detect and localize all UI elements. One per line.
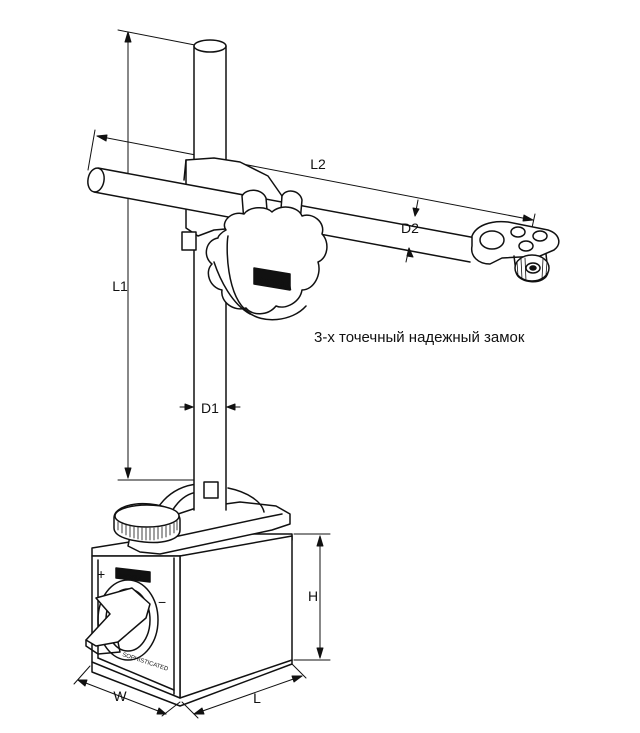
knob-logo-badge [253, 267, 291, 291]
switch-minus-mark: − [158, 594, 166, 610]
lock-caption: 3-х точечный надежный замок [314, 329, 525, 346]
label-d2: D2 [401, 220, 419, 236]
lock-knob [205, 189, 328, 321]
dimension-h [293, 533, 331, 661]
label-w: W [113, 688, 127, 704]
dimension-l1 [117, 29, 201, 481]
knob-logo-text: NOGA [259, 276, 294, 293]
dimension-w [73, 665, 181, 717]
label-d1: D1 [201, 400, 219, 416]
fine-adjust-knob [113, 502, 181, 544]
base-logo-text: NOGA [119, 572, 144, 583]
label-l1: L1 [112, 278, 128, 294]
switch-plus-mark: + [97, 566, 105, 582]
dimension-d1 [179, 403, 241, 411]
label-l: L [253, 690, 261, 706]
dimension-l [181, 663, 307, 719]
end-clamp [470, 220, 560, 283]
label-l2: L2 [310, 156, 326, 172]
dimension-d2 [405, 199, 420, 263]
label-h: H [308, 588, 318, 604]
base-logo-badge [115, 567, 151, 583]
